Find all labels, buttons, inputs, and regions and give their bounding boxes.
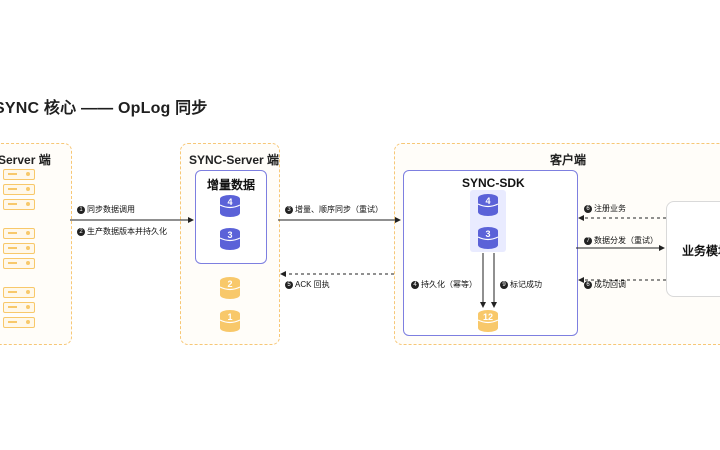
server-rack-icon — [3, 287, 35, 298]
database-icon: 1 — [219, 309, 241, 333]
sync-server-zone-label: SYNC-Server 端 — [189, 153, 280, 167]
business-module-label: 业务模块 — [682, 244, 720, 258]
server-rack-icon — [3, 184, 35, 195]
server-rack-icon — [3, 317, 35, 328]
server-rack-icon — [3, 258, 35, 269]
page-title: SYNC 核心 —— OpLog 同步 — [0, 100, 208, 117]
server-rack-icon — [3, 169, 35, 180]
business-module-box — [666, 201, 720, 297]
incremental-data-title: 增量数据 — [207, 178, 256, 192]
database-icon: 2 — [219, 276, 241, 300]
server-rack-icon — [3, 228, 35, 239]
server-rack-icon — [3, 302, 35, 313]
sync-sdk-title: SYNC-SDK — [462, 176, 525, 190]
database-icon: 3 — [219, 227, 241, 251]
database-icon: 12 — [477, 309, 499, 333]
database-icon: 3 — [477, 226, 499, 250]
database-icon: 4 — [477, 193, 499, 217]
client-zone-label: 客户端 — [550, 153, 587, 167]
biz-server-zone-label: Biz-Server 端 — [0, 153, 51, 167]
server-rack-icon — [3, 243, 35, 254]
database-icon: 4 — [219, 194, 241, 218]
server-rack-icon — [3, 199, 35, 210]
